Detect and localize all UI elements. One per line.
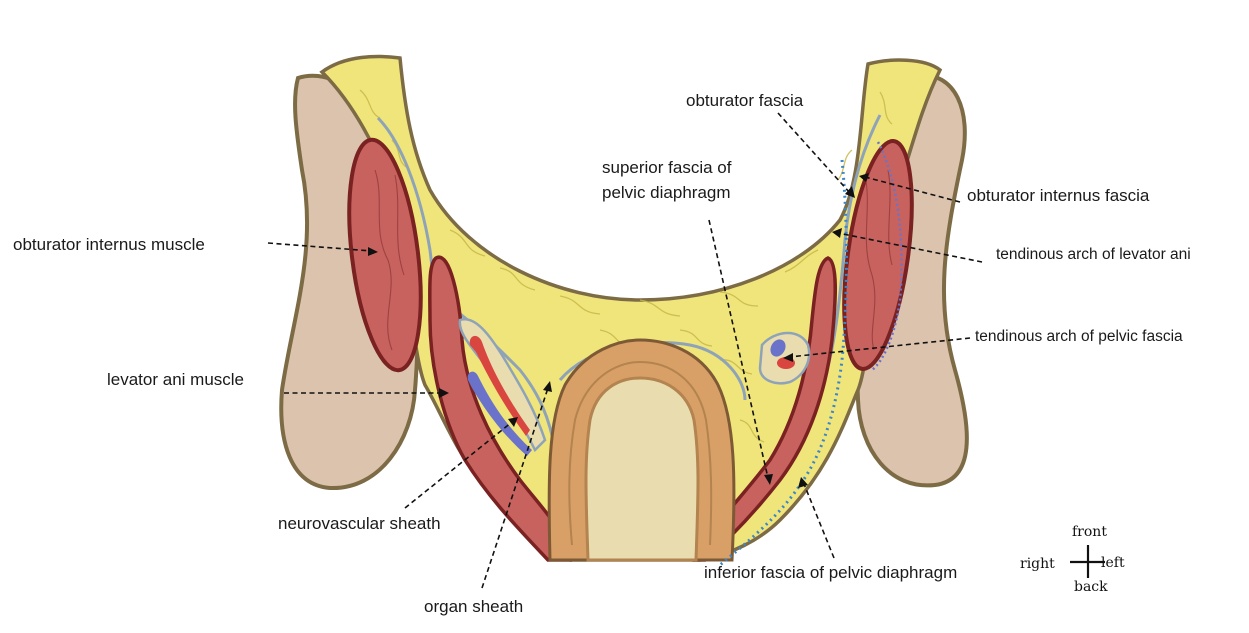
leader-superior-fascia <box>708 219 769 479</box>
label-superior-fascia-line2: pelvic diaphragm <box>602 183 731 202</box>
orientation-front: front <box>1072 524 1107 540</box>
label-superior-fascia-line1: superior fascia of <box>602 158 732 177</box>
orientation-left: left <box>1101 555 1125 571</box>
rectum-lumen <box>584 376 700 562</box>
obturator-internus-fascia-dotted <box>871 141 903 371</box>
orientation-right: right <box>1020 556 1055 572</box>
label-tendinous-arch-pelvic-fascia: tendinous arch of pelvic fascia <box>975 328 1183 345</box>
vein-left <box>467 371 532 456</box>
leader-tendinous-arch-levator <box>837 232 983 263</box>
leader-tendinous-arch-pelvic <box>788 337 971 358</box>
vein-right <box>770 339 786 357</box>
label-obturator-fascia: obturator fascia <box>686 91 804 110</box>
orientation-back: back <box>1074 579 1108 595</box>
label-tendinous-arch-levator-ani: tendinous arch of levator ani <box>996 246 1191 263</box>
left-obturator-internus <box>347 137 423 373</box>
right-obturator-internus <box>842 139 914 371</box>
label-levator-ani-muscle: levator ani muscle <box>107 370 245 389</box>
leader-organ-sheath <box>481 387 549 589</box>
leader-obturator-fascia <box>777 112 851 194</box>
label-inferior-fascia: inferior fascia of pelvic diaphragm <box>704 563 958 582</box>
arrowheads <box>368 173 869 488</box>
label-obturator-internus-fascia: obturator internus fascia <box>967 186 1150 205</box>
leader-inferior-fascia <box>803 483 835 559</box>
label-organ-sheath: organ sheath <box>424 597 524 616</box>
leader-obturator-internus-muscle <box>267 242 373 252</box>
leader-lines <box>267 112 983 589</box>
leader-neurovascular <box>404 421 513 509</box>
inferior-fascia-dotted <box>719 159 848 567</box>
artery-left <box>469 335 530 436</box>
rectum-mucosa <box>568 360 713 546</box>
orientation-cross <box>1070 545 1105 578</box>
label-obturator-internus-muscle: obturator internus muscle <box>13 235 205 254</box>
muscle-fibers <box>374 169 893 351</box>
label-neurovascular-sheath: neurovascular sheath <box>278 514 441 533</box>
